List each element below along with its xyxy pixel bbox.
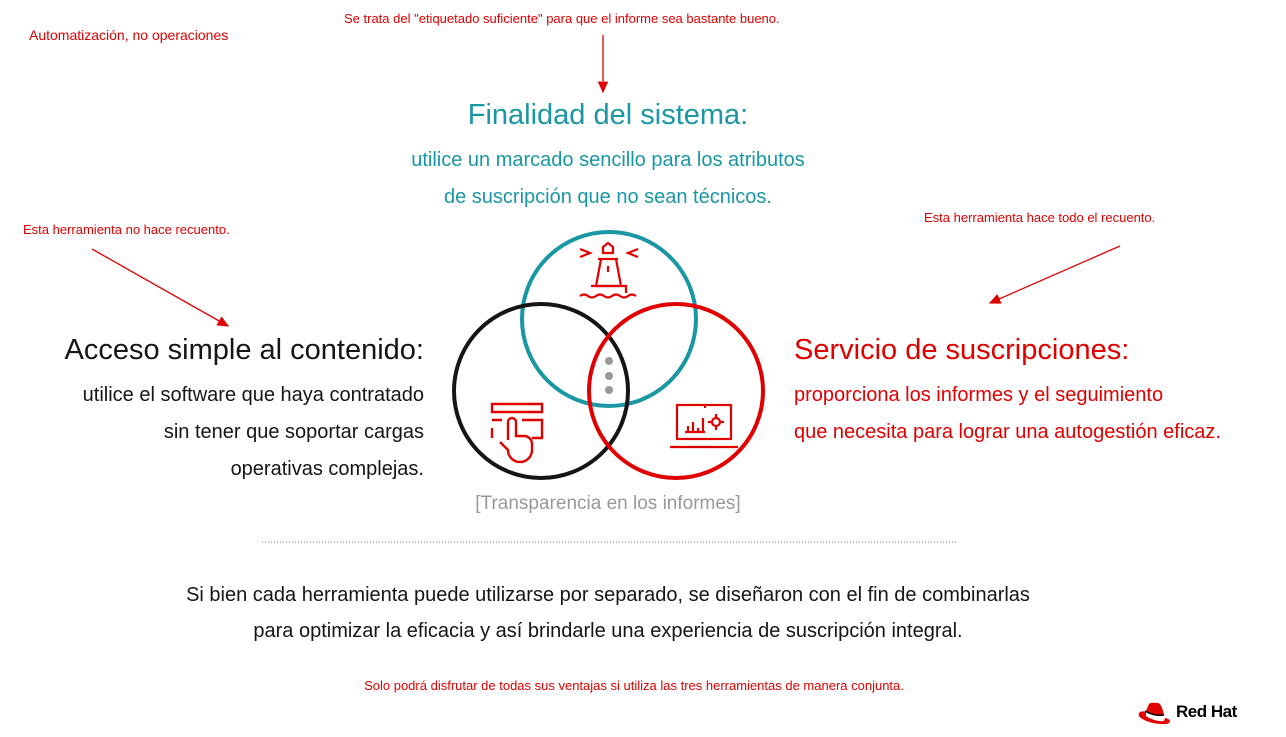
venn-circle-subscriptions <box>587 302 765 480</box>
summary-line: para optimizar la eficacia y así brindar… <box>253 620 963 642</box>
access-line: utilice el software que haya contratado <box>82 384 424 406</box>
note-top-center: Se trata del "etiquetado suficiente" par… <box>344 11 780 26</box>
note-top-left: Automatización, no operaciones <box>29 27 229 43</box>
subscriptions-description: proporciona los informes y el seguimient… <box>794 377 1221 451</box>
access-line: operativas complejas. <box>230 458 424 480</box>
note-bottom: Solo podrá disfrutar de todas sus ventaj… <box>364 678 904 693</box>
red-hat-logo-text: Red Hat <box>1176 702 1237 721</box>
summary-line: Si bien cada herramienta puede utilizars… <box>186 584 1030 606</box>
laptop-report-icon <box>670 403 738 449</box>
note-right: Esta herramienta hace todo el recuento. <box>924 210 1156 225</box>
access-line: sin tener que soportar cargas <box>163 421 424 443</box>
touch-icon <box>490 402 544 464</box>
red-hat-logo-icon <box>1138 702 1171 725</box>
arrow-right <box>988 245 1121 304</box>
purpose-description: utilice un marcado sencillo para los atr… <box>0 142 1216 216</box>
subscriptions-line: proporciona los informes y el seguimient… <box>794 384 1164 406</box>
venn-circle-access <box>452 302 630 480</box>
purpose-title: Finalidad del sistema: <box>467 99 749 131</box>
venn-caption: [Transparencia en los informes] <box>475 493 741 514</box>
dots-icon <box>605 357 613 394</box>
lighthouse-icon <box>579 241 639 299</box>
summary: Si bien cada herramienta puede utilizars… <box>0 577 1216 649</box>
purpose-line: utilice un marcado sencillo para los atr… <box>411 149 805 171</box>
subscriptions-line: que necesita para lograr una autogestión… <box>794 421 1221 443</box>
venn-circle-purpose <box>520 230 698 408</box>
subscriptions-title: Servicio de suscripciones: <box>794 334 1130 366</box>
arrow-left <box>91 248 230 327</box>
access-description: utilice el software que haya contratado … <box>83 377 424 488</box>
access-title: Acceso simple al contenido: <box>64 334 424 366</box>
purpose-line: de suscripción que no sean técnicos. <box>444 186 772 208</box>
note-left: Esta herramienta no hace recuento. <box>23 222 230 237</box>
